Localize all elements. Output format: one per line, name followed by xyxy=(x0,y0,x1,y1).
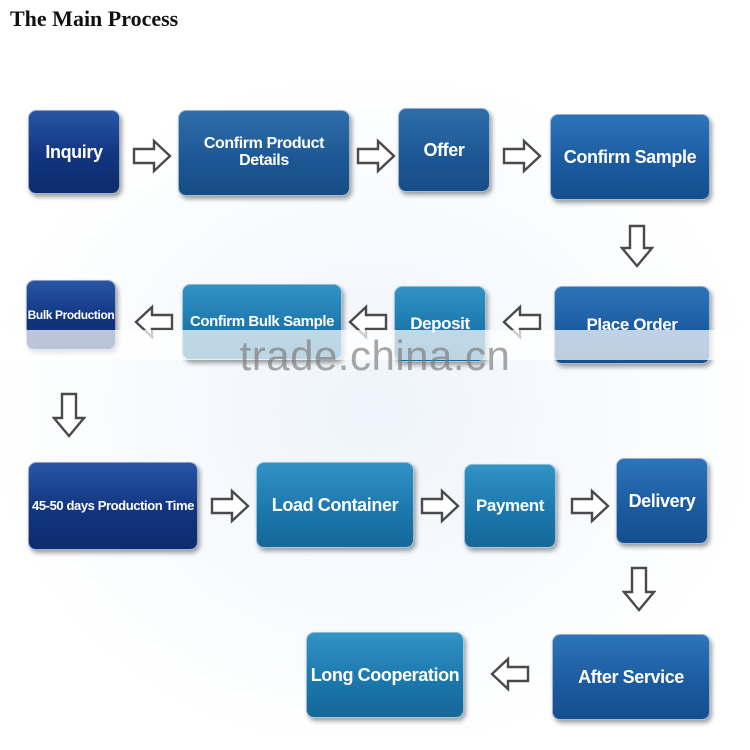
step-long-cooperation: Long Cooperation xyxy=(306,632,464,718)
step-load-container: Load Container xyxy=(256,462,414,548)
hollow-arrow-left-icon xyxy=(502,304,542,340)
hollow-arrow-left-icon xyxy=(348,304,388,340)
watermark-text: trade.china.cn xyxy=(239,332,511,379)
hollow-arrow-down-icon xyxy=(622,566,656,612)
page-title: The Main Process xyxy=(10,6,179,31)
hollow-arrow-right-icon xyxy=(570,488,610,524)
hollow-arrow-down-icon xyxy=(620,224,654,268)
step-after-service: After Service xyxy=(552,634,710,720)
hollow-arrow-right-icon xyxy=(132,138,172,174)
hollow-arrow-down-icon xyxy=(52,392,86,438)
hollow-arrow-right-icon xyxy=(356,138,396,174)
hollow-arrow-left-icon xyxy=(134,304,174,340)
step-production-time: 45-50 days Production Time xyxy=(28,462,198,550)
hollow-arrow-right-icon xyxy=(502,138,542,174)
hollow-arrow-right-icon xyxy=(420,488,460,524)
step-delivery: Delivery xyxy=(616,458,708,544)
hollow-arrow-right-icon xyxy=(210,488,250,524)
hollow-arrow-left-icon xyxy=(490,656,530,692)
step-offer: Offer xyxy=(398,108,490,192)
watermark-band xyxy=(0,330,750,360)
step-confirm-product-details: Confirm Product Details xyxy=(178,110,350,196)
step-confirm-sample: Confirm Sample xyxy=(550,114,710,200)
step-payment: Payment xyxy=(464,464,556,548)
step-inquiry: Inquiry xyxy=(28,110,120,194)
